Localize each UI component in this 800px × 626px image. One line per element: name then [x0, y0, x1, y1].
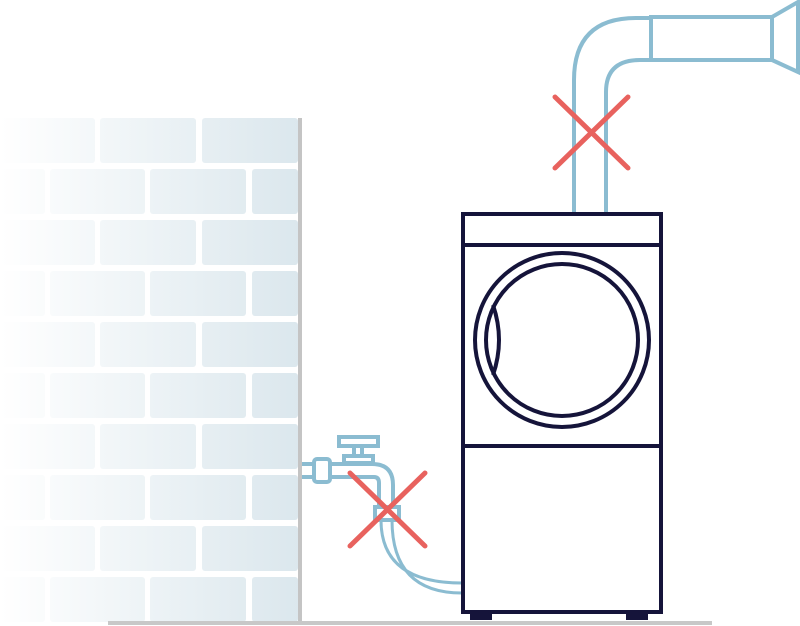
- brick: [0, 424, 95, 469]
- brick: [0, 322, 95, 367]
- exhaust-duct: [572, 0, 800, 214]
- brick: [0, 220, 95, 265]
- brick: [0, 271, 45, 316]
- brick: [202, 118, 298, 163]
- brick: [0, 577, 45, 622]
- brick: [252, 577, 298, 622]
- brick: [252, 271, 298, 316]
- brick: [0, 526, 95, 571]
- brick: [50, 373, 145, 418]
- brick: [150, 169, 246, 214]
- brick: [0, 475, 45, 520]
- brick: [202, 322, 298, 367]
- brick: [252, 169, 298, 214]
- brick: [50, 169, 145, 214]
- cross-mark-duct: [552, 94, 631, 171]
- brick: [150, 271, 246, 316]
- brick: [100, 322, 196, 367]
- door-outer-ring: [473, 251, 651, 429]
- brick: [50, 577, 145, 622]
- brick: [202, 424, 298, 469]
- brick: [202, 220, 298, 265]
- brick: [150, 577, 246, 622]
- brick: [202, 526, 298, 571]
- water-hose: [379, 519, 463, 595]
- brick: [0, 169, 45, 214]
- door-handle: [491, 304, 501, 376]
- brick: [100, 220, 196, 265]
- brick: [100, 424, 196, 469]
- brick: [50, 271, 145, 316]
- brick: [0, 373, 45, 418]
- brick: [150, 373, 246, 418]
- dryer-foot-left: [470, 610, 492, 620]
- brick: [252, 373, 298, 418]
- brick: [150, 475, 246, 520]
- door-inner-ring: [484, 262, 640, 418]
- brick: [100, 118, 196, 163]
- brick: [100, 526, 196, 571]
- brick: [252, 475, 298, 520]
- dryer-foot-right: [626, 610, 648, 620]
- dryer-body: [461, 212, 663, 614]
- brick-wall: [0, 118, 298, 622]
- dryer: [461, 212, 663, 620]
- cross-mark-tap: [347, 470, 428, 549]
- brick: [50, 475, 145, 520]
- brick: [0, 118, 95, 163]
